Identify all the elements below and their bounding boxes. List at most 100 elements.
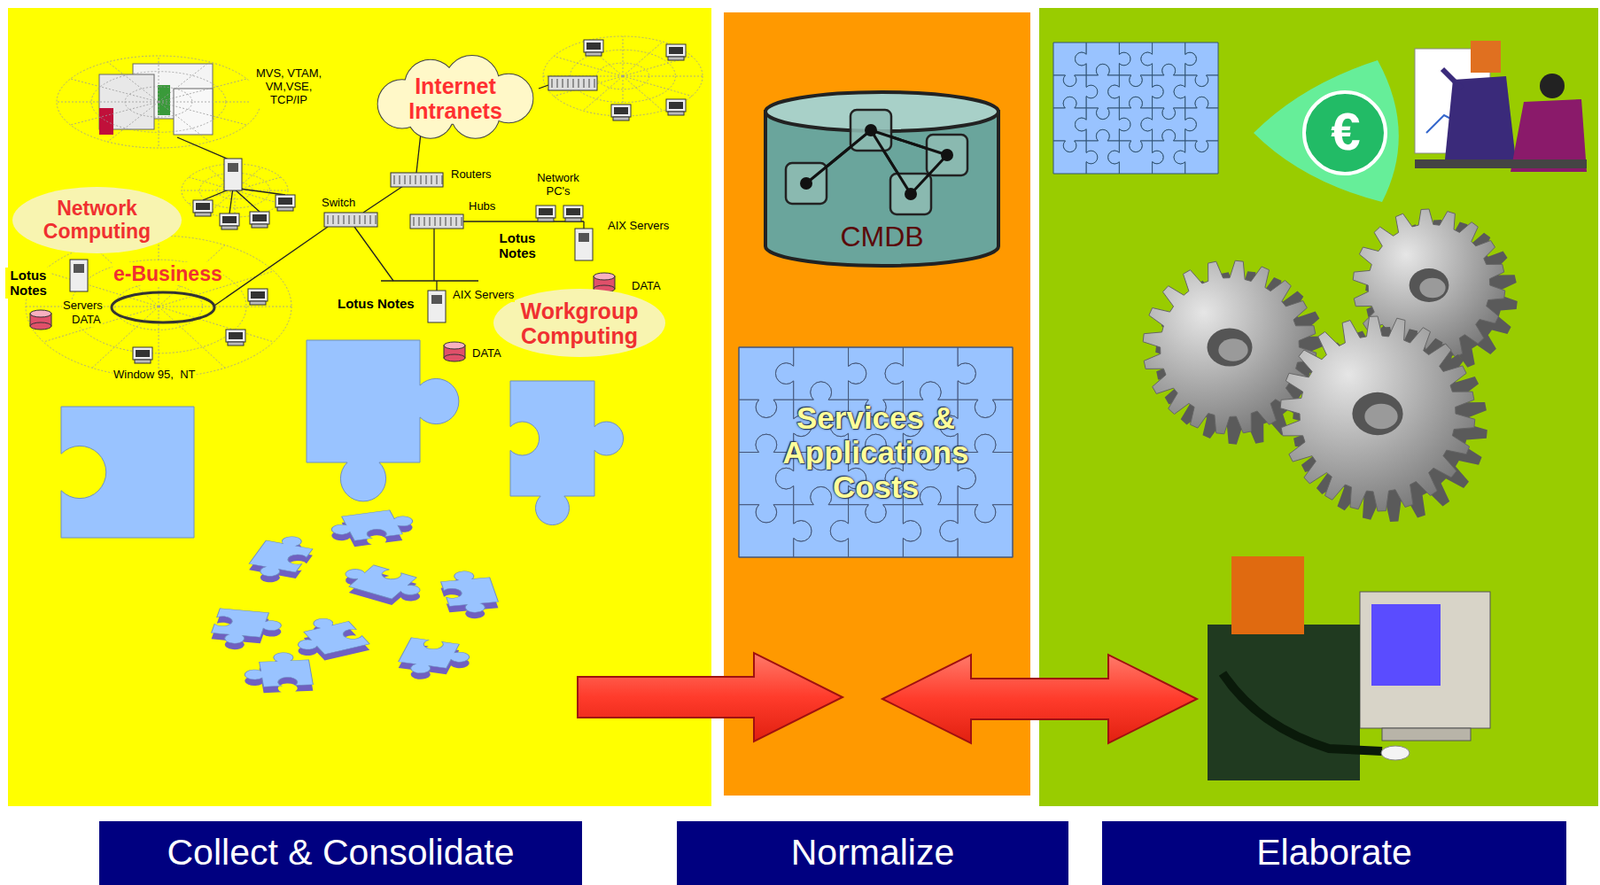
node-text: Services & Applications Costs: [749, 400, 1002, 505]
device-label: e-Business: [112, 262, 224, 286]
piece-face: [240, 651, 313, 688]
server-tower: [427, 290, 446, 323]
pc-icon: [535, 205, 556, 222]
network-wire: [380, 279, 479, 281]
e-business-ring: [111, 292, 215, 323]
device-label: Lotus Notes: [5, 267, 52, 299]
graph-item: [850, 109, 892, 151]
device-label: Switch: [320, 196, 357, 210]
node-text: Network Computing: [35, 197, 160, 244]
tower-case: [427, 290, 446, 323]
graph-dot: [904, 187, 917, 201]
pc-icon: [249, 211, 270, 228]
rack-port: [562, 78, 564, 88]
web-spoke: [92, 306, 159, 368]
rack-port: [445, 217, 447, 226]
pc-monitor: [219, 213, 240, 226]
puzzle-piece-3d: [325, 507, 419, 549]
pc-screen: [222, 216, 237, 224]
network-wire: [433, 228, 435, 281]
pc-monitor: [275, 194, 296, 208]
graph-link: [806, 130, 871, 184]
graph-item: [785, 163, 827, 204]
rack-port: [424, 217, 426, 226]
puzzle-piece: [1173, 140, 1219, 174]
pc-icon: [666, 99, 686, 116]
puzzle-piece-3d: [437, 568, 501, 621]
web-spoke: [553, 56, 623, 78]
device-label: Routers: [450, 168, 493, 182]
network-rack: [390, 172, 443, 187]
pc-icon: [666, 44, 686, 61]
pc-icon: [275, 194, 296, 211]
puzzle-piece: [306, 340, 459, 502]
pc-monitor: [666, 99, 686, 112]
data-cylinder: [443, 341, 466, 362]
device-label: Network PC's: [529, 171, 587, 199]
pc-monitor: [225, 329, 246, 342]
person-head: [1539, 73, 1565, 99]
tower-bay: [431, 295, 443, 304]
web-spoke: [622, 56, 692, 78]
node-text: Workgroup Computing: [508, 298, 651, 349]
web-spoke: [234, 190, 281, 204]
rack-port: [434, 217, 436, 226]
euro-circle: [1304, 92, 1386, 174]
device-label: DATA: [70, 313, 102, 327]
network-wire: [229, 187, 234, 214]
pc-base: [221, 225, 238, 230]
label-box: [99, 821, 583, 885]
puzzle-piece: [939, 504, 1013, 558]
ellipse-node: Network Computing: [12, 186, 182, 254]
rack-port: [578, 78, 580, 88]
cloud-core: [388, 72, 522, 125]
mainframe-icon: [99, 63, 213, 135]
ellipse-shape: [12, 186, 182, 254]
rack-port: [375, 215, 377, 225]
device-label: Window 95, NT: [112, 368, 196, 382]
piece-face: [333, 560, 431, 604]
rack-port: [557, 78, 559, 88]
web-spoke: [108, 62, 160, 102]
rack-port: [594, 78, 596, 88]
puzzle-grid: [1053, 42, 1219, 174]
rack-port: [338, 215, 340, 225]
rack-port: [349, 215, 350, 225]
pc-screen: [566, 208, 581, 216]
device-label: AIX Servers: [451, 288, 515, 303]
pc-icon: [219, 213, 240, 230]
label-box: [1102, 821, 1567, 885]
device-label: DATA: [630, 279, 662, 294]
puzzle-piece-3d: [243, 532, 319, 587]
mouse: [1381, 745, 1410, 761]
pc-icon: [611, 104, 631, 121]
rack-case: [324, 212, 378, 227]
puzzle-piece-3d: [281, 613, 370, 665]
label-box: [676, 821, 1069, 885]
rack-port: [456, 217, 458, 226]
web-spoke: [158, 306, 160, 378]
database-cylinder: CMDB: [765, 92, 999, 266]
graph-link: [870, 130, 948, 156]
person-arm: [1442, 69, 1462, 89]
rack-port: [359, 215, 361, 225]
desk: [1414, 159, 1587, 169]
pc-base: [667, 111, 684, 116]
pc-screen: [195, 202, 210, 210]
puzzle-frame: [738, 347, 1013, 558]
device-label: Hubs: [467, 200, 497, 214]
pc-base: [667, 56, 684, 61]
person-head: [1231, 556, 1305, 635]
pc-base: [613, 116, 630, 121]
pc-screen: [668, 101, 684, 109]
pc-monitor: [666, 44, 686, 57]
device-label: AIX Servers: [606, 219, 670, 234]
monitor-base: [1382, 728, 1471, 741]
pc-screen: [586, 42, 601, 50]
pc-base: [194, 212, 211, 217]
ellipse-shape: [493, 288, 666, 358]
pc-base: [537, 217, 554, 222]
tower-bay: [73, 264, 85, 273]
pc-screen: [135, 349, 150, 358]
